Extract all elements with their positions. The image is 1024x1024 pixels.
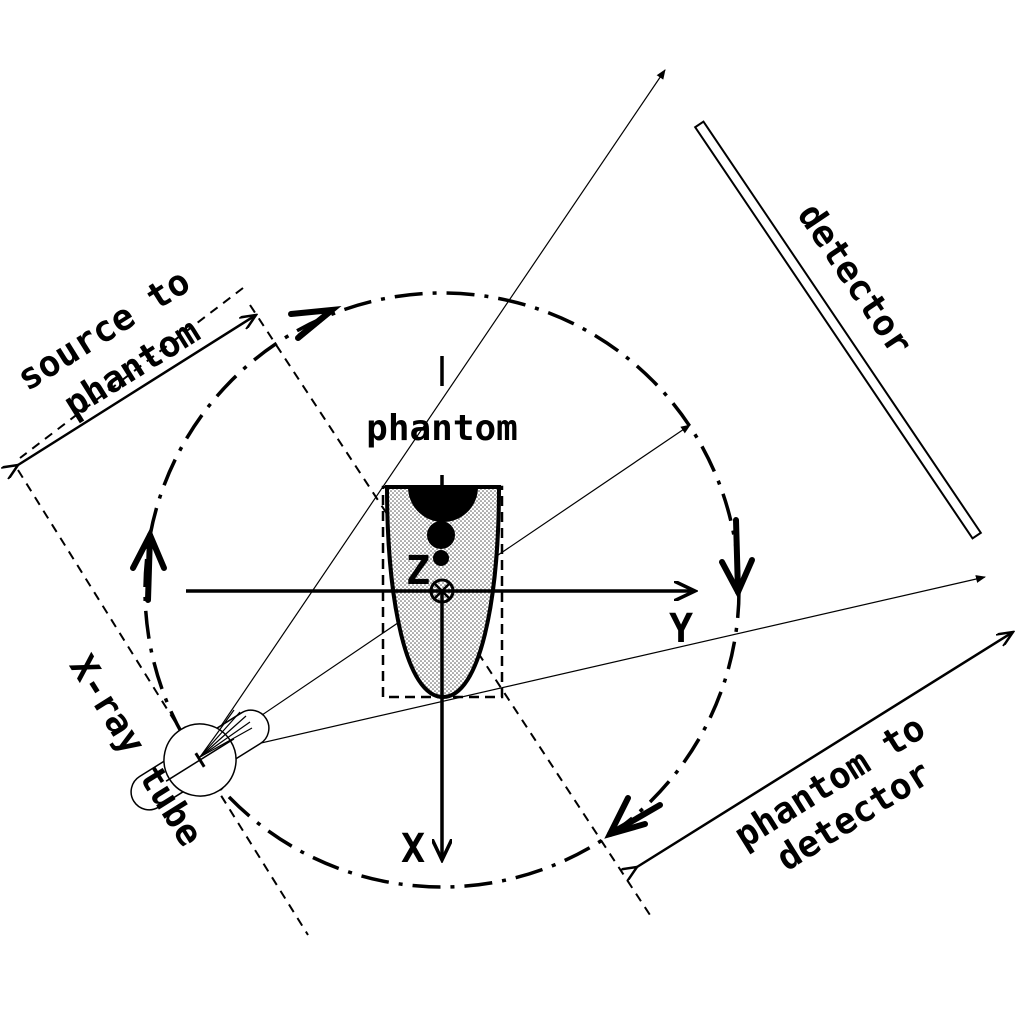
- source-plane-dashed-line-lower: [17, 469, 309, 936]
- phantom-label: phantom: [366, 408, 518, 449]
- phantom-large-insert: [427, 521, 455, 549]
- phantom-cap-insert: [408, 487, 478, 522]
- rotation-arrow-bottom: [604, 795, 663, 839]
- xray-beam: [199, 69, 986, 758]
- xray-tube-icon: [130, 709, 270, 811]
- phantom-to-detector-dimension: [637, 632, 1013, 867]
- y-axis-label: Y: [669, 606, 693, 652]
- xray-tube-emission-fan: [199, 709, 253, 758]
- rotation-arrow-top: [288, 306, 342, 341]
- z-axis-symbol: [429, 578, 455, 604]
- rotation-arrow-right: [719, 517, 755, 599]
- rotation-arrow-left: [130, 527, 167, 603]
- z-axis-label: Z: [406, 548, 430, 594]
- detector-panel: [693, 120, 983, 540]
- x-axis-label: X: [401, 826, 425, 872]
- phantom-small-insert: [433, 550, 449, 566]
- source-to-phantom-dimension: [18, 315, 256, 465]
